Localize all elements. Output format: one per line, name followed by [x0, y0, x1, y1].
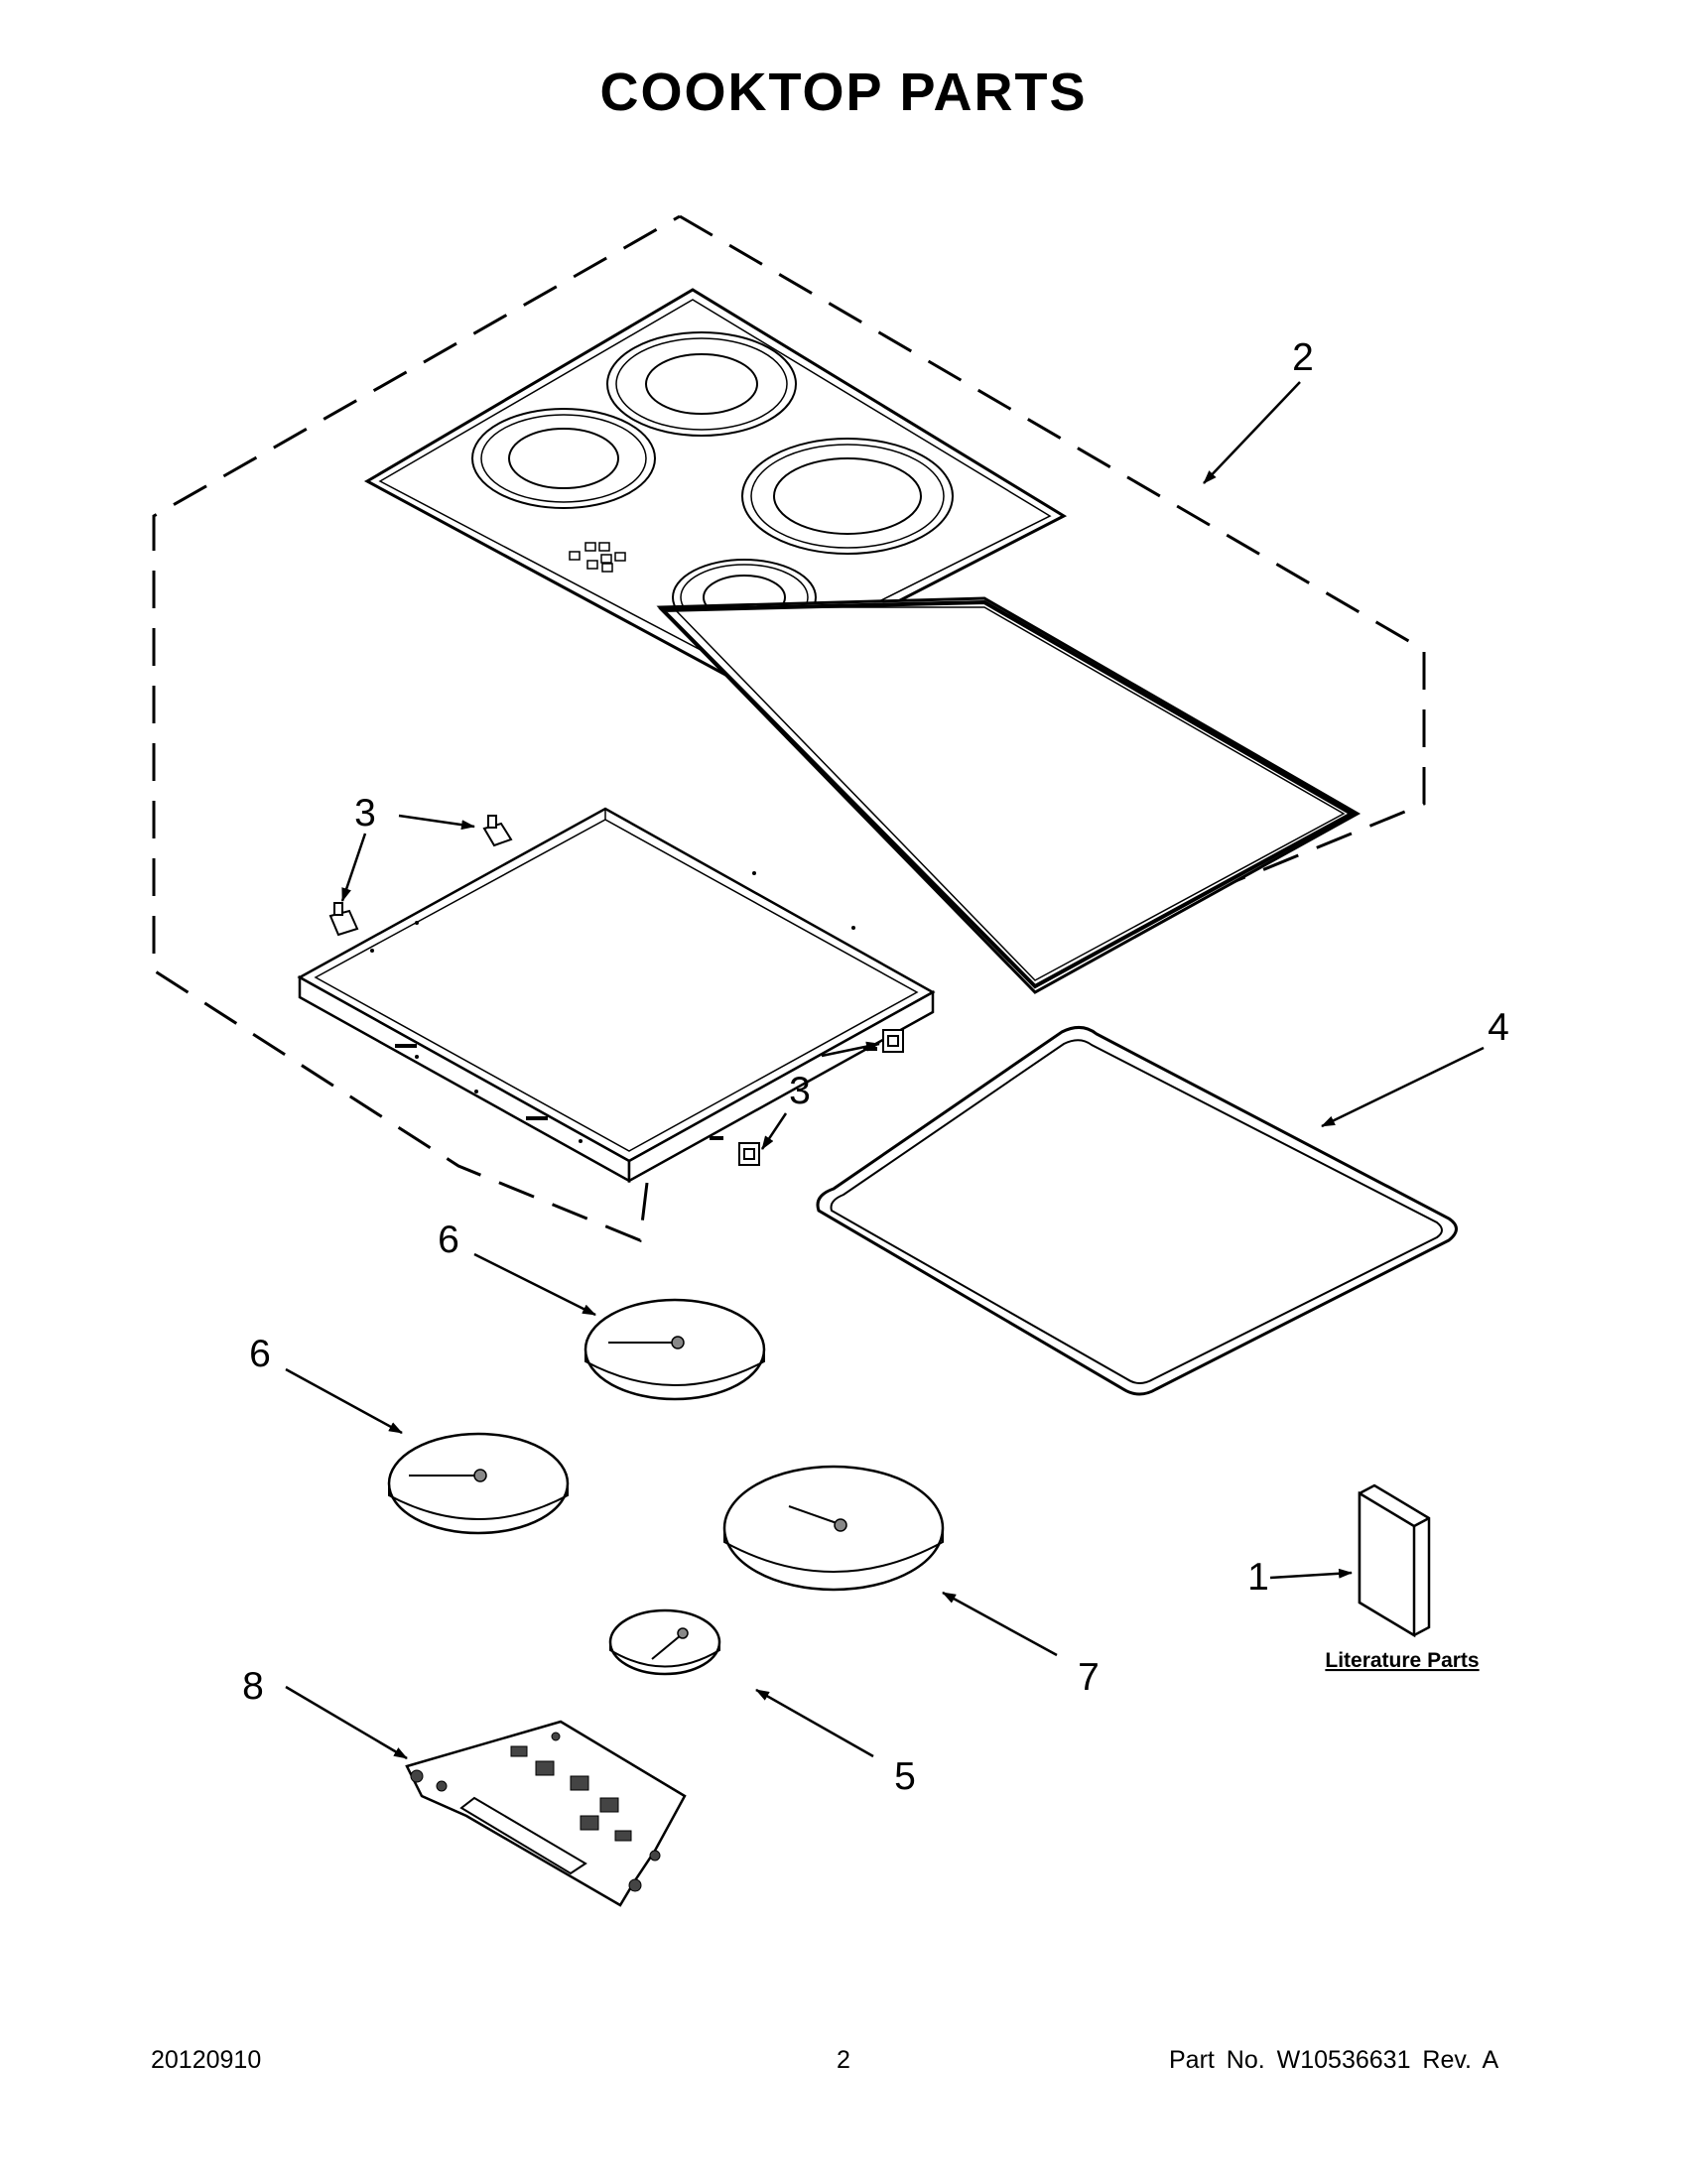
- glass-seal: [656, 596, 1362, 994]
- callout-7: 7: [1078, 1656, 1100, 1699]
- literature-booklet: [1358, 1483, 1431, 1638]
- burner-outline-right-rear: [606, 331, 797, 437]
- radiant-element-7-large: [722, 1465, 945, 1592]
- callout-6-upper: 6: [438, 1219, 459, 1261]
- callout-3-top: 3: [354, 792, 376, 835]
- bracket-bottom: [738, 1142, 760, 1166]
- callout-2: 2: [1292, 336, 1314, 379]
- callout-1: 1: [1247, 1556, 1269, 1599]
- bracket-top-right: [482, 815, 513, 847]
- cooktop-frame: [297, 807, 936, 1184]
- burner-outline-large: [741, 438, 954, 555]
- leader-lines: [285, 381, 1485, 1760]
- control-board: [405, 1720, 687, 1907]
- callout-4: 4: [1488, 1006, 1509, 1049]
- literature-parts-label: Literature Parts: [1325, 1649, 1479, 1672]
- callout-5: 5: [894, 1755, 916, 1798]
- bracket-right: [882, 1029, 904, 1053]
- radiant-element-5-small: [608, 1608, 721, 1676]
- radiant-element-6-lower: [387, 1432, 570, 1535]
- radiant-element-6-upper: [584, 1298, 766, 1401]
- footer-date-code: 20120910: [151, 2046, 262, 2074]
- glass-cooktop: [363, 288, 1068, 685]
- callout-8: 8: [242, 1665, 264, 1708]
- footer-part-number: Part No. W10536631 Rev. A: [1169, 2046, 1499, 2074]
- page-title: COOKTOP PARTS: [599, 63, 1088, 122]
- cooktop-gasket: [816, 1026, 1458, 1396]
- callout-3-middle: 3: [789, 1070, 811, 1112]
- footer-page-number: 2: [837, 2046, 850, 2074]
- touch-control-icons: [569, 542, 626, 573]
- callout-6-lower: 6: [249, 1333, 271, 1375]
- burner-outline-left-rear: [471, 408, 656, 509]
- bracket-top-left: [328, 902, 359, 937]
